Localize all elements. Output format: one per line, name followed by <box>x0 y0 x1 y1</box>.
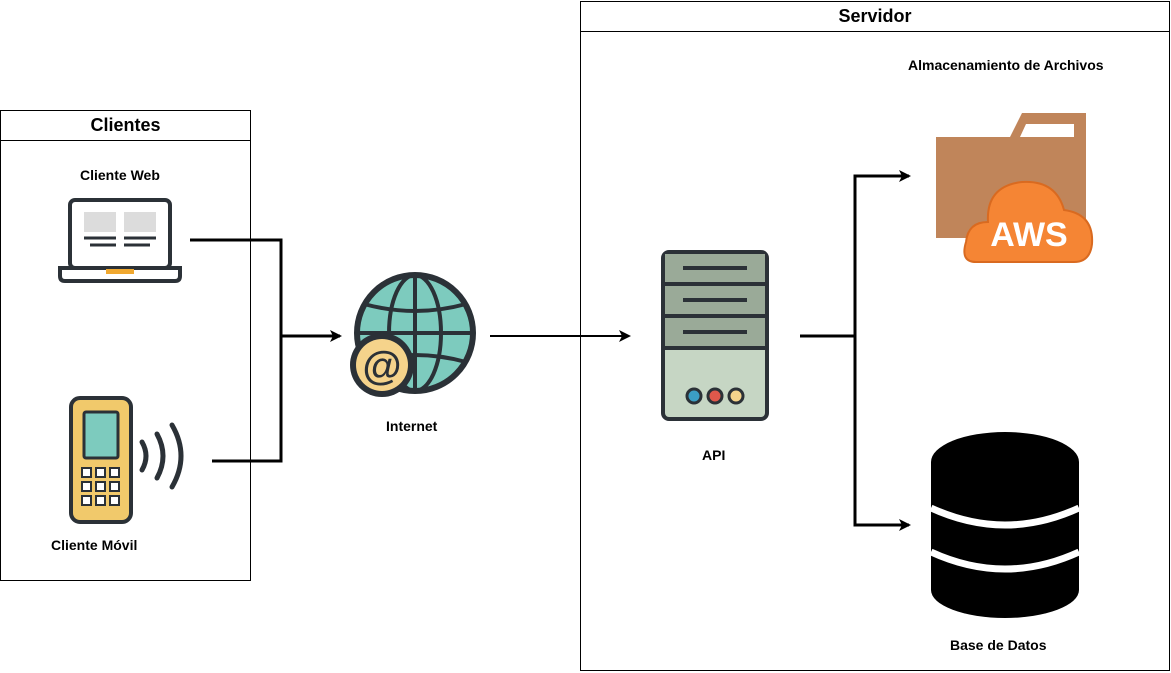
connector-movil-to-internet <box>212 336 283 463</box>
connector-web-to-internet <box>190 238 342 342</box>
server-icon <box>661 250 769 421</box>
mobile-phone-icon <box>69 396 184 524</box>
cliente-movil-label: Cliente Móvil <box>51 537 138 553</box>
svg-text:@: @ <box>362 344 401 388</box>
aws-badge-text: AWS <box>990 216 1067 254</box>
database-icon <box>929 432 1081 618</box>
aws-folder-icon <box>936 113 1094 263</box>
connector-api-to-database <box>853 336 911 531</box>
almacenamiento-label: Almacenamiento de Archivos <box>908 57 1104 73</box>
globe-at-icon: @ <box>350 272 476 397</box>
cliente-web-label: Cliente Web <box>80 167 160 183</box>
base-datos-label: Base de Datos <box>950 637 1047 653</box>
connector-api-to-storage <box>800 170 911 338</box>
internet-label: Internet <box>386 418 438 434</box>
aws-cloud-icon <box>963 180 1094 263</box>
api-label: API <box>702 447 726 463</box>
clientes-group-title: Clientes <box>1 111 250 141</box>
servidor-group-title: Servidor <box>581 2 1169 32</box>
laptop-icon <box>58 198 182 283</box>
